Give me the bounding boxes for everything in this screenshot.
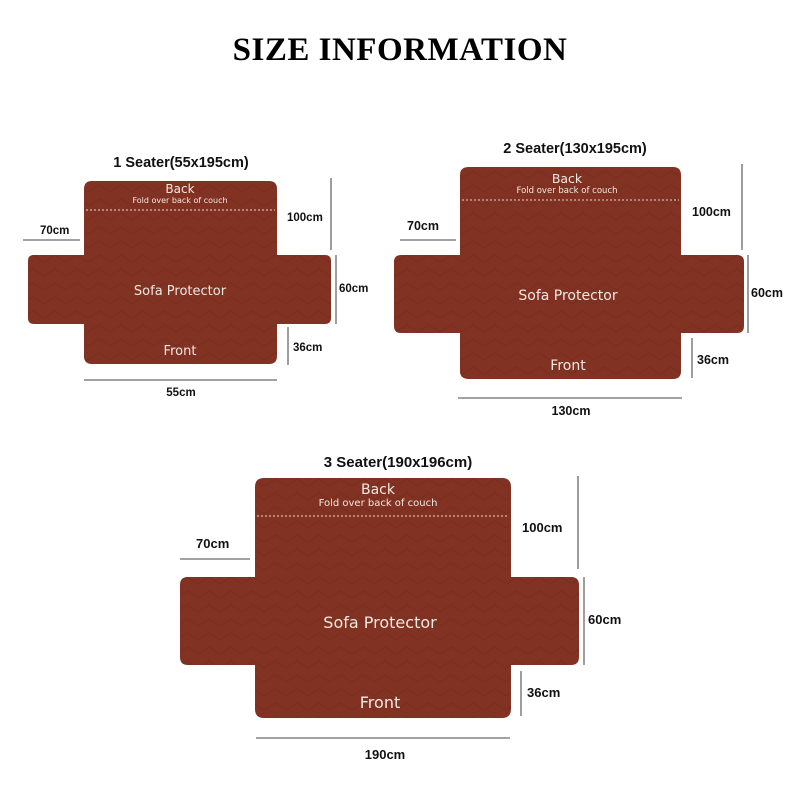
cover-1-dim-arm-height: 60cm bbox=[339, 283, 368, 295]
cover-3-dim-width: 190cm bbox=[365, 747, 405, 762]
cover-3-back-label: Back bbox=[361, 482, 396, 498]
cover-3-dim-back-height: 100cm bbox=[522, 520, 562, 535]
cover-2-heading: 2 Seater(130x195cm) bbox=[503, 141, 647, 157]
cover-1-dim-front-height: 36cm bbox=[293, 342, 322, 354]
cover-3-heading: 3 Seater(190x196cm) bbox=[324, 454, 472, 471]
cover-1-fold-label: Fold over back of couch bbox=[132, 196, 227, 205]
cover-3-dim-arm-height: 60cm bbox=[588, 612, 621, 627]
cover-1-dim-width: 55cm bbox=[166, 387, 195, 399]
cover-2-center-label: Sofa Protector bbox=[518, 288, 617, 304]
cover-1-dim-arm-width: 70cm bbox=[40, 225, 69, 237]
cover-1-dim-back-height: 100cm bbox=[287, 212, 323, 224]
cover-2-dim-arm-height: 60cm bbox=[751, 286, 783, 300]
cover-1-front-label: Front bbox=[164, 344, 197, 359]
cover-3-texture bbox=[180, 478, 579, 718]
cover-1-center-label: Sofa Protector bbox=[134, 284, 227, 299]
cover-2-dim-front-height: 36cm bbox=[697, 353, 729, 367]
cover-2-front-label: Front bbox=[550, 358, 586, 374]
cover-1-back-label: Back bbox=[165, 182, 194, 196]
cover-3-fold-label: Fold over back of couch bbox=[319, 498, 438, 509]
cover-2-dim-back-height: 100cm bbox=[692, 205, 731, 219]
cover-2-texture bbox=[394, 167, 744, 379]
cover-2-back-label: Back bbox=[552, 171, 583, 186]
cover-2-dim-width: 130cm bbox=[552, 404, 591, 418]
cover-3-center-label: Sofa Protector bbox=[323, 613, 437, 632]
cover-3-dim-front-height: 36cm bbox=[527, 685, 560, 700]
cover-2-seater: 2 Seater(130x195cm) Back Fold over back … bbox=[394, 141, 783, 418]
cover-3-front-label: Front bbox=[360, 693, 400, 712]
cover-2-dim-arm-width: 70cm bbox=[407, 219, 439, 233]
page-title: SIZE INFORMATION bbox=[232, 32, 568, 68]
cover-1-texture bbox=[28, 181, 331, 364]
cover-1-seater: 1 Seater(55x195cm) Back Fold over back o… bbox=[23, 155, 368, 399]
cover-1-heading: 1 Seater(55x195cm) bbox=[113, 155, 249, 171]
cover-3-dim-arm-width: 70cm bbox=[196, 536, 229, 551]
cover-2-fold-label: Fold over back of couch bbox=[516, 186, 617, 196]
cover-3-seater: 3 Seater(190x196cm) Back Fold over back … bbox=[180, 454, 621, 762]
